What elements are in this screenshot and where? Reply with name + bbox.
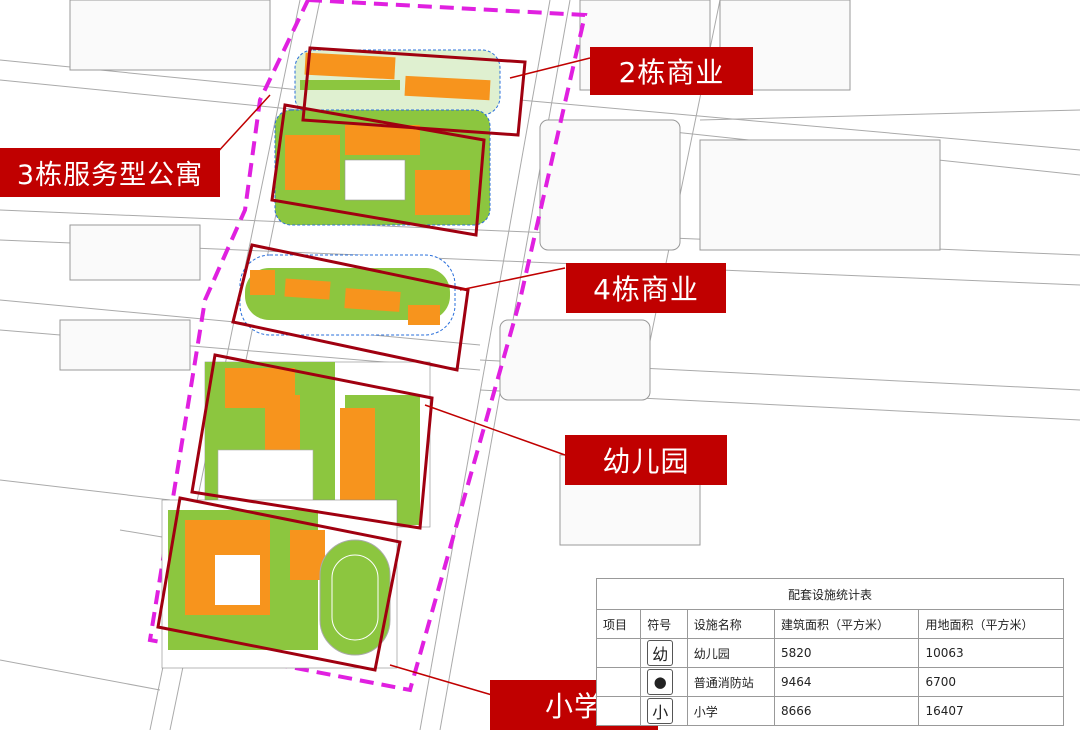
symbol-cell: 小 bbox=[640, 696, 688, 726]
block-3-apartments bbox=[274, 109, 491, 226]
symbol-cell: ● bbox=[640, 667, 688, 697]
site-boundary bbox=[147, 0, 588, 693]
frame-block-2 bbox=[301, 46, 527, 137]
table-header-row: 项目 符号 设施名称 建筑面积（平方米） 用地面积（平方米） bbox=[595, 609, 1064, 639]
leader-lines bbox=[214, 57, 591, 696]
table-row: 幼 幼儿园 5820 10063 bbox=[595, 638, 1064, 668]
kindergarten-symbol-icon: 幼 bbox=[647, 640, 674, 666]
highlight-frames bbox=[156, 46, 527, 672]
header-land-area: 用地面积（平方米） bbox=[918, 609, 1064, 639]
item-cell bbox=[595, 667, 642, 697]
callout-4-commercial-label: 4栋商业 bbox=[593, 273, 699, 306]
primary-school-block bbox=[161, 499, 398, 669]
callout-3-apartments: 3栋服务型公寓 bbox=[0, 148, 220, 197]
fire-station-symbol-icon: ● bbox=[647, 669, 674, 695]
table-row: ● 普通消防站 9464 6700 bbox=[595, 667, 1064, 697]
callout-4-commercial: 4栋商业 bbox=[566, 263, 726, 313]
table-row: 小 小学 8666 16407 bbox=[595, 696, 1064, 726]
facility-name: 小学 bbox=[686, 696, 775, 726]
surrounding-blocks bbox=[59, 0, 941, 546]
header-item: 项目 bbox=[595, 609, 642, 639]
header-facility-name: 设施名称 bbox=[686, 609, 775, 639]
facility-name: 普通消防站 bbox=[686, 667, 775, 697]
callout-kindergarten: 幼儿园 bbox=[565, 435, 727, 485]
land-area: 6700 bbox=[918, 667, 1064, 697]
callout-kindergarten-label: 幼儿园 bbox=[602, 445, 690, 478]
symbol-cell: 幼 bbox=[640, 638, 688, 668]
building-area: 8666 bbox=[773, 696, 920, 726]
header-building-area: 建筑面积（平方米） bbox=[773, 609, 920, 639]
facility-name: 幼儿园 bbox=[686, 638, 775, 668]
callout-2-commercial-label: 2栋商业 bbox=[618, 56, 725, 89]
item-cell bbox=[595, 638, 642, 668]
header-symbol: 符号 bbox=[640, 609, 688, 639]
facility-statistics-table: 配套设施统计表 项目 符号 设施名称 建筑面积（平方米） 用地面积（平方米） 幼… bbox=[595, 578, 1064, 726]
building-area: 5820 bbox=[773, 638, 920, 668]
primary-school-symbol-icon: 小 bbox=[647, 698, 674, 724]
block-4-commercial bbox=[239, 254, 456, 336]
land-area: 16407 bbox=[918, 696, 1064, 726]
table-title: 配套设施统计表 bbox=[596, 578, 1064, 610]
block-2-commercial bbox=[294, 49, 501, 116]
frame-kindergarten bbox=[190, 353, 434, 530]
building-area: 9464 bbox=[773, 667, 920, 697]
frame-primary-school bbox=[156, 496, 402, 672]
frame-block-4 bbox=[231, 243, 470, 372]
callout-primary-school-label: 小学 bbox=[544, 690, 603, 723]
item-cell bbox=[595, 696, 642, 726]
callout-2-commercial: 2栋商业 bbox=[590, 47, 753, 95]
callout-3-apartments-label: 3栋服务型公寓 bbox=[16, 160, 204, 191]
land-area: 10063 bbox=[918, 638, 1064, 668]
frame-block-3 bbox=[270, 103, 486, 237]
